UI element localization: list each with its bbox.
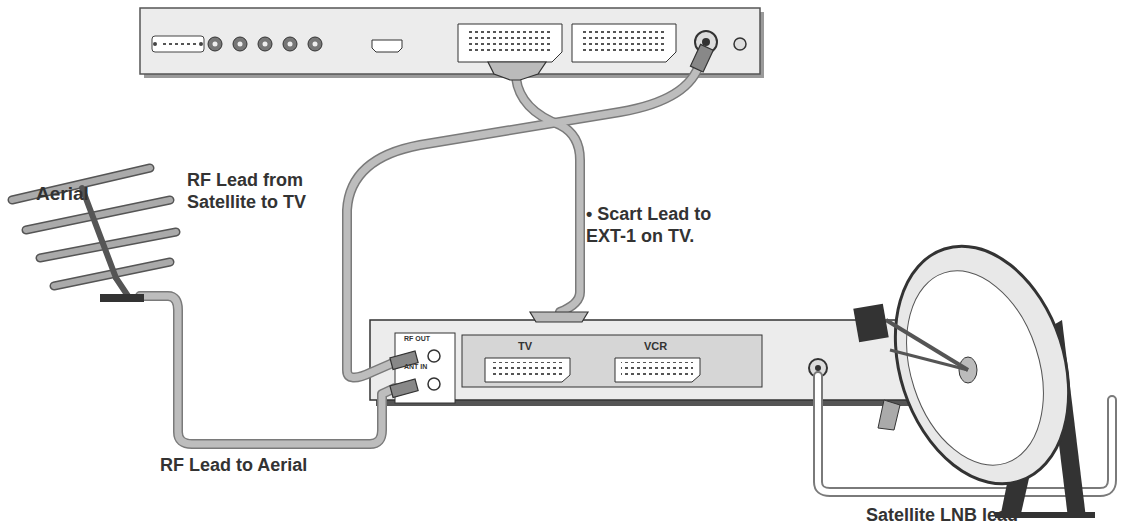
satellite-dish xyxy=(853,224,1097,518)
cables xyxy=(140,62,1112,492)
socket-label: ANT IN xyxy=(404,363,427,371)
aerial xyxy=(12,168,176,302)
port-label: TV xyxy=(518,340,532,353)
cable-label: Satellite LNB lead xyxy=(866,505,1018,527)
cable-label: RF Lead from Satellite to TV xyxy=(187,170,337,213)
cable-label: RF Lead to Aerial xyxy=(160,455,307,477)
tv-panel xyxy=(140,8,764,78)
aerial-label: Aerial xyxy=(36,183,89,206)
socket-label: RF OUT xyxy=(404,335,430,343)
cable-label: • Scart Lead to EXT-1 on TV. xyxy=(586,204,756,247)
port-label: VCR xyxy=(644,340,667,353)
